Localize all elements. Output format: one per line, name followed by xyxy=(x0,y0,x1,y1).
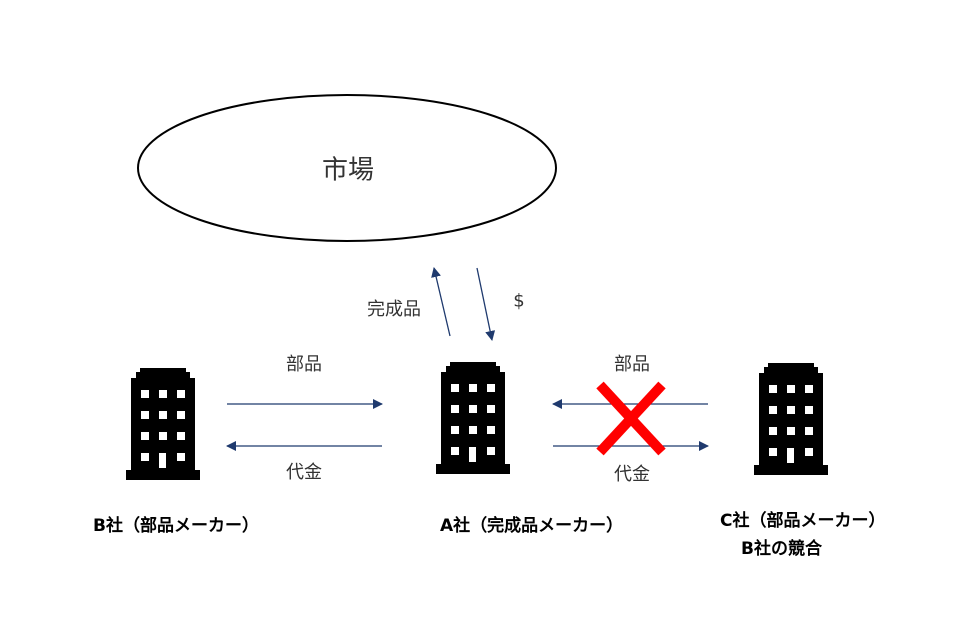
company-b-label: B社（部品メーカー） xyxy=(93,516,259,536)
company-c-note: B社の競合 xyxy=(741,539,822,559)
company-c-label: C社（部品メーカー） xyxy=(720,511,886,531)
market-label: 市場 xyxy=(321,155,375,186)
b-payment-label: 代金 xyxy=(286,462,322,483)
money-arrow xyxy=(476,267,496,341)
building-a-icon xyxy=(436,362,510,474)
building-b-icon xyxy=(126,368,200,480)
company-a-label: A社（完成品メーカー） xyxy=(440,516,624,536)
finished-goods-label: 完成品 xyxy=(367,299,421,320)
c-parts-label: 部品 xyxy=(614,354,650,375)
finished-goods-arrow xyxy=(431,267,451,337)
b-parts-label: 部品 xyxy=(286,354,322,375)
c-payment-label: 代金 xyxy=(614,464,650,485)
building-c-icon xyxy=(754,363,828,475)
money-label: $ xyxy=(513,290,525,312)
red-cross-icon xyxy=(596,381,666,456)
market-ellipse xyxy=(137,94,557,242)
